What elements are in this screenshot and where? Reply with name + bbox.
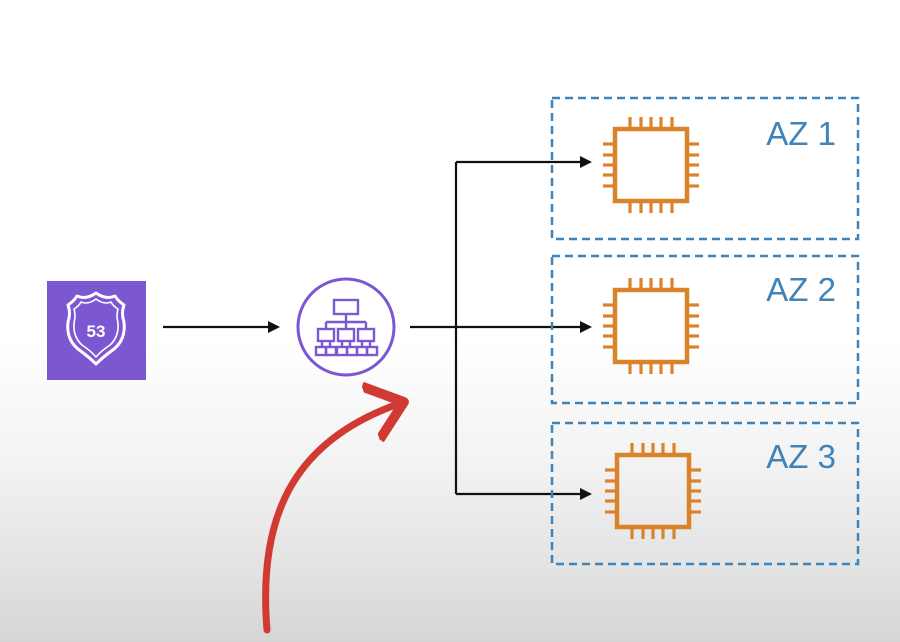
- availability-zone-1: AZ 1: [550, 96, 860, 241]
- availability-zone-2: AZ 2: [550, 254, 860, 405]
- az-label: AZ 1: [766, 115, 836, 152]
- ec2-chip-icon: [605, 443, 701, 539]
- route53-label: 53: [87, 322, 106, 341]
- availability-zone-3: AZ 3: [550, 421, 860, 566]
- annotation-arrow: [262, 402, 404, 634]
- lb-fanout-arrows: [410, 156, 592, 500]
- az-label: AZ 2: [766, 271, 836, 308]
- ec2-chip-icon: [603, 278, 699, 374]
- ec2-chip-icon: [603, 117, 699, 213]
- load-balancer-icon: [296, 277, 396, 377]
- az-label: AZ 3: [766, 438, 836, 475]
- route53-icon: 53: [47, 281, 146, 380]
